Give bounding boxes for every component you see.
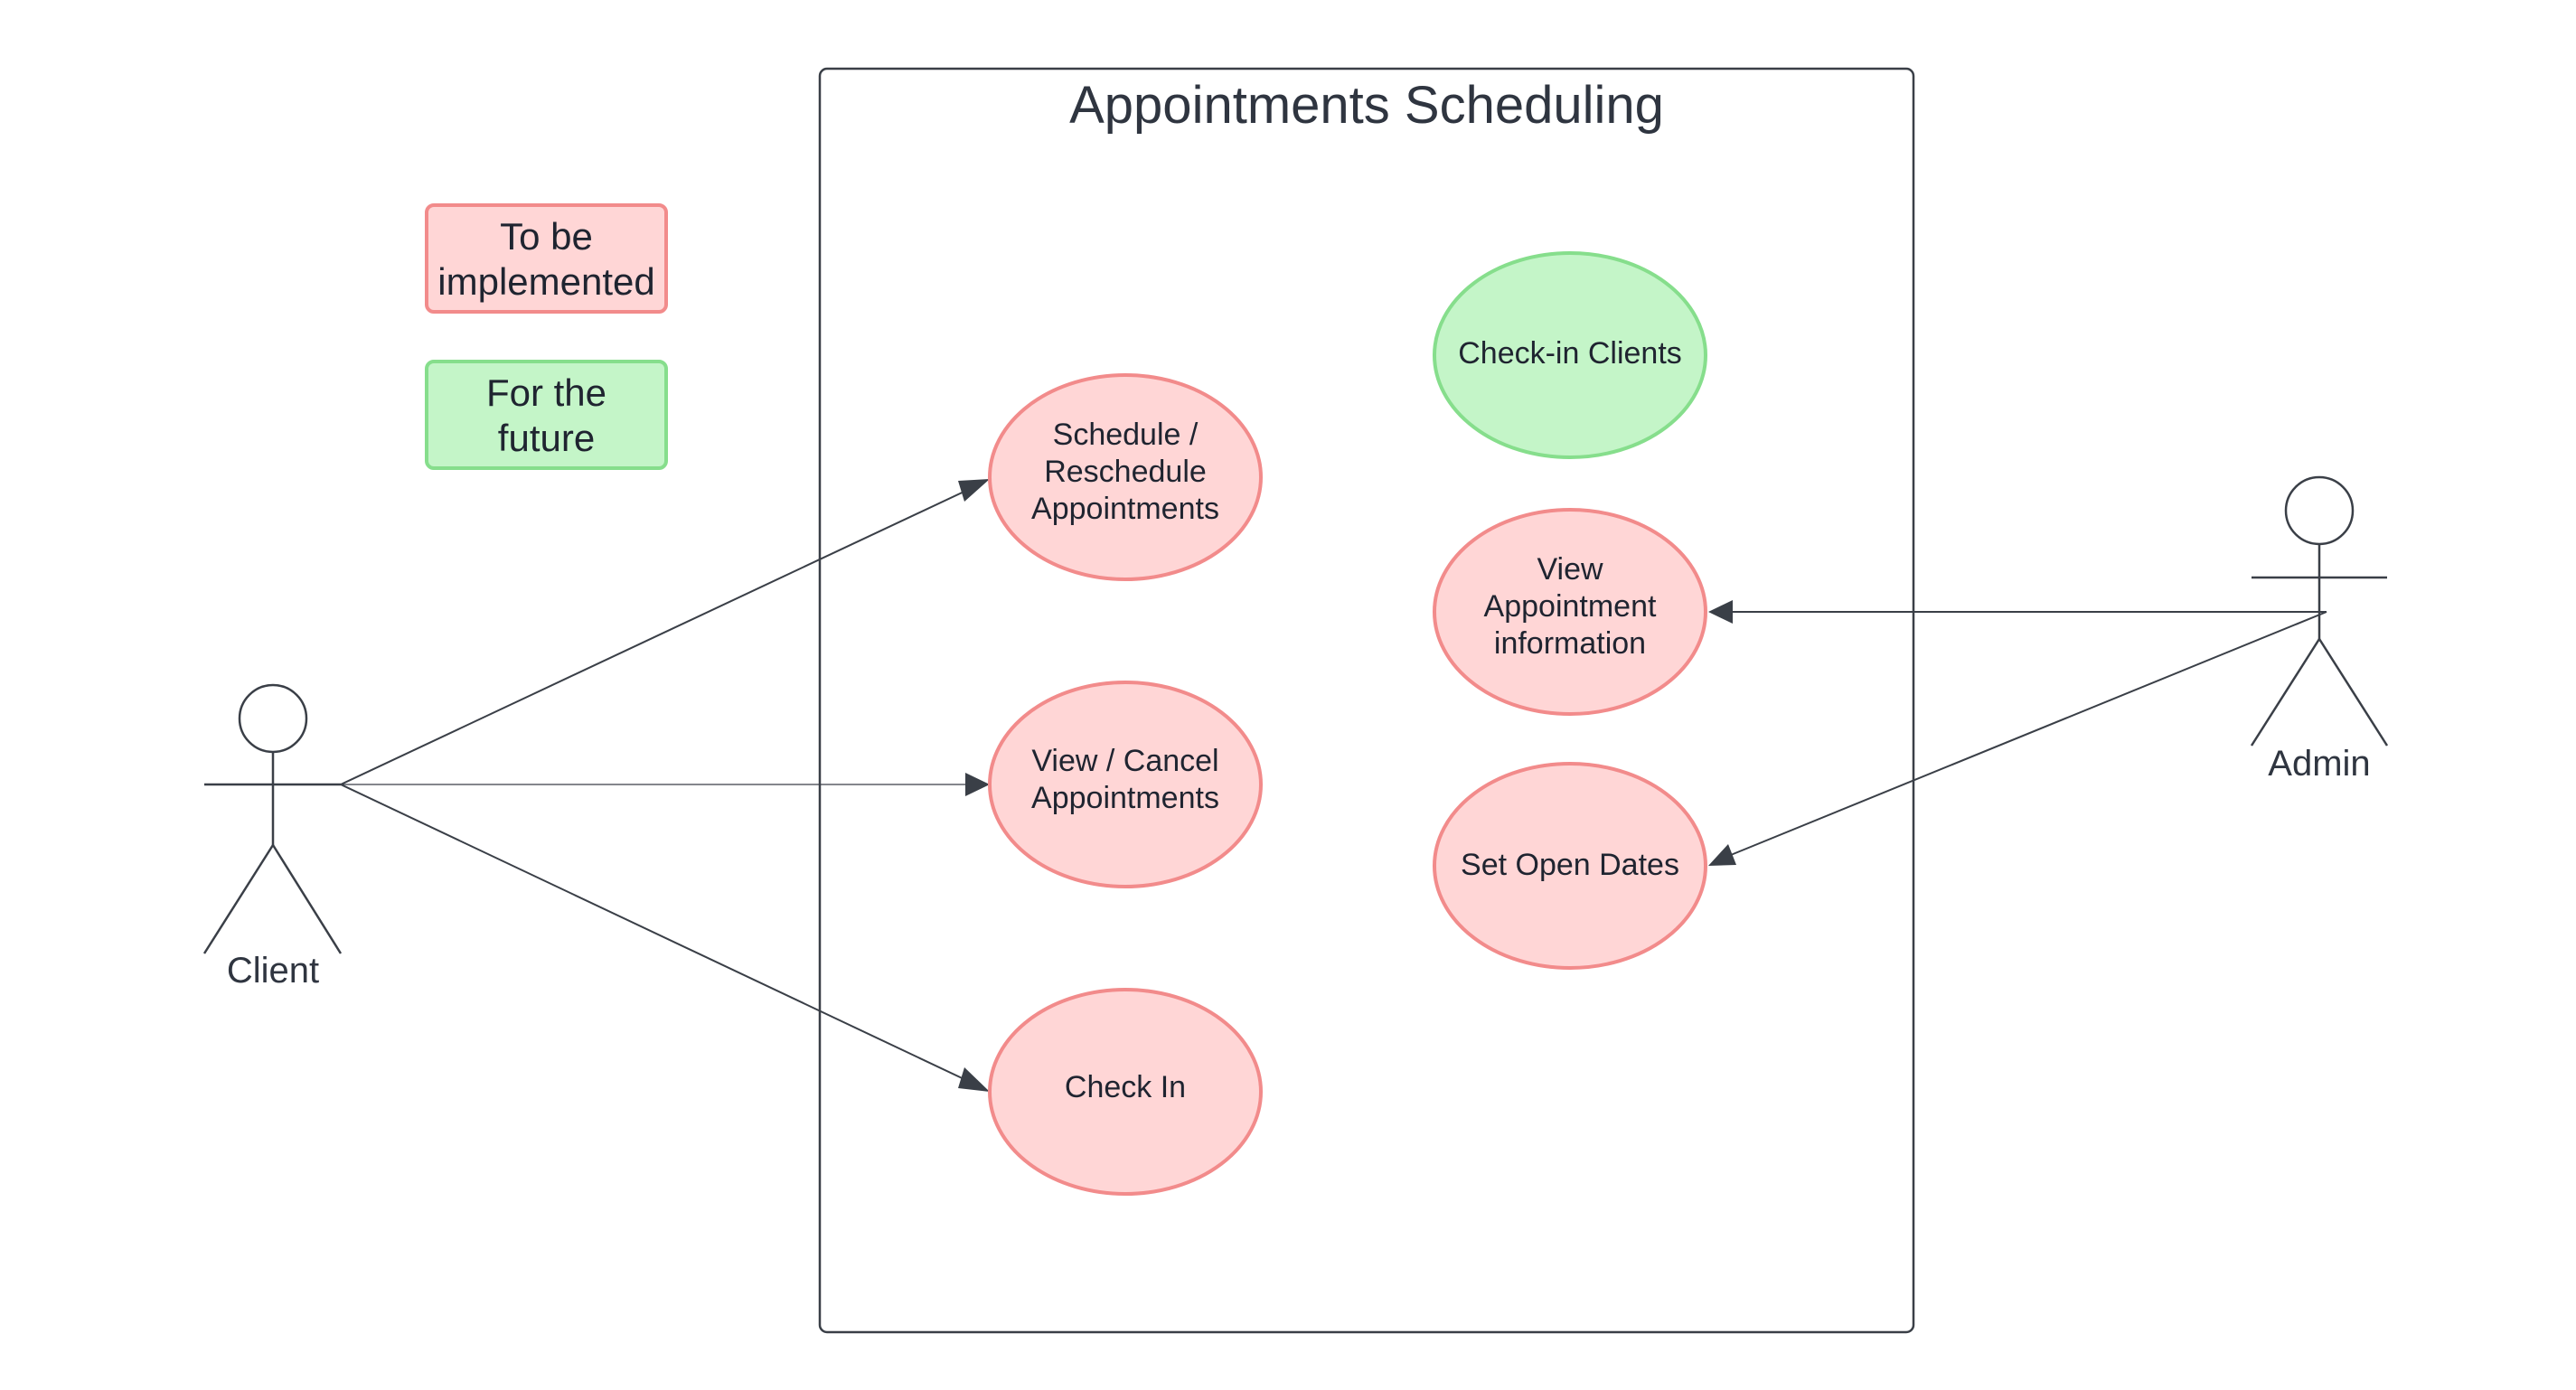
use-case-set-open-dates: Set Open Dates (1433, 762, 1707, 970)
use-case-schedule-line-3: Appointments (1031, 492, 1219, 526)
admin-associations (1708, 600, 2327, 866)
admin-head (2284, 475, 2355, 546)
legend-for-the-future: For the future (425, 360, 668, 470)
client-associations (340, 479, 990, 1092)
actor-admin: Admin (2250, 475, 2389, 784)
use-case-view-cancel: View / Cancel Appointments (988, 681, 1263, 888)
use-case-view-cancel-line-1: View / Cancel (1031, 744, 1218, 778)
actor-client: Client (202, 683, 343, 991)
association-client-check-in (340, 784, 973, 1084)
use-case-view-appointment-information: View Appointment information (1433, 508, 1707, 716)
use-case-check-in-label: Check In (1065, 1070, 1186, 1104)
client-label: Client (227, 951, 319, 991)
legend-to-be-implemented-line-2: implemented (437, 260, 654, 303)
legend-to-be-implemented-line-1: To be (500, 215, 593, 258)
arrowhead-view-cancel (965, 773, 990, 796)
legend-for-the-future-line-1: For the (486, 371, 606, 414)
association-client-schedule (340, 487, 973, 785)
use-case-schedule-line-2: Reschedule (1044, 455, 1207, 489)
use-case-schedule-reschedule: Schedule / Reschedule Appointments (988, 373, 1263, 581)
use-case-view-info-line-1: View (1537, 552, 1603, 587)
association-admin-set-open-dates (1725, 611, 2327, 858)
use-case-check-in: Check In (988, 988, 1263, 1196)
arrowhead-schedule (958, 479, 990, 502)
use-case-set-open-dates-label: Set Open Dates (1461, 848, 1679, 882)
arrowhead-set-open-dates (1708, 844, 1736, 866)
legend-to-be-implemented: To be implemented (425, 203, 668, 314)
use-case-check-in-clients-label: Check-in Clients (1458, 336, 1682, 371)
use-case-schedule-line-1: Schedule / (1053, 418, 1199, 452)
arrowhead-check-in (958, 1067, 990, 1092)
client-head (238, 683, 308, 754)
system-boundary: Appointments Scheduling (818, 67, 1915, 1334)
arrowhead-view-info (1708, 600, 1733, 624)
system-title: Appointments Scheduling (1069, 76, 1664, 135)
admin-label: Admin (2268, 744, 2370, 784)
legend-for-the-future-line-2: future (498, 417, 595, 459)
use-case-view-cancel-line-2: Appointments (1031, 781, 1219, 815)
use-case-check-in-clients: Check-in Clients (1433, 251, 1707, 459)
use-case-view-info-line-3: information (1494, 626, 1646, 661)
use-case-view-info-line-2: Appointment (1484, 589, 1657, 624)
